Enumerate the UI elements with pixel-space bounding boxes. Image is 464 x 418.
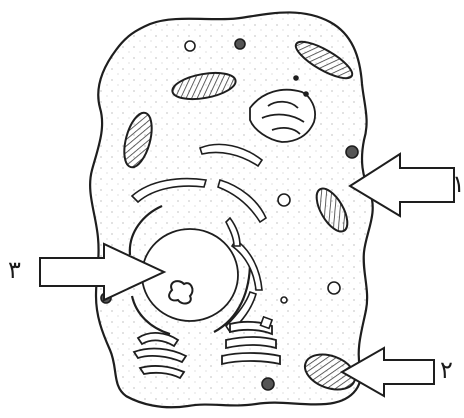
label-three: ٣: [8, 258, 21, 282]
label-one: ١: [452, 172, 464, 196]
label-two: ٢: [440, 358, 453, 382]
nucleolus: [169, 281, 192, 303]
